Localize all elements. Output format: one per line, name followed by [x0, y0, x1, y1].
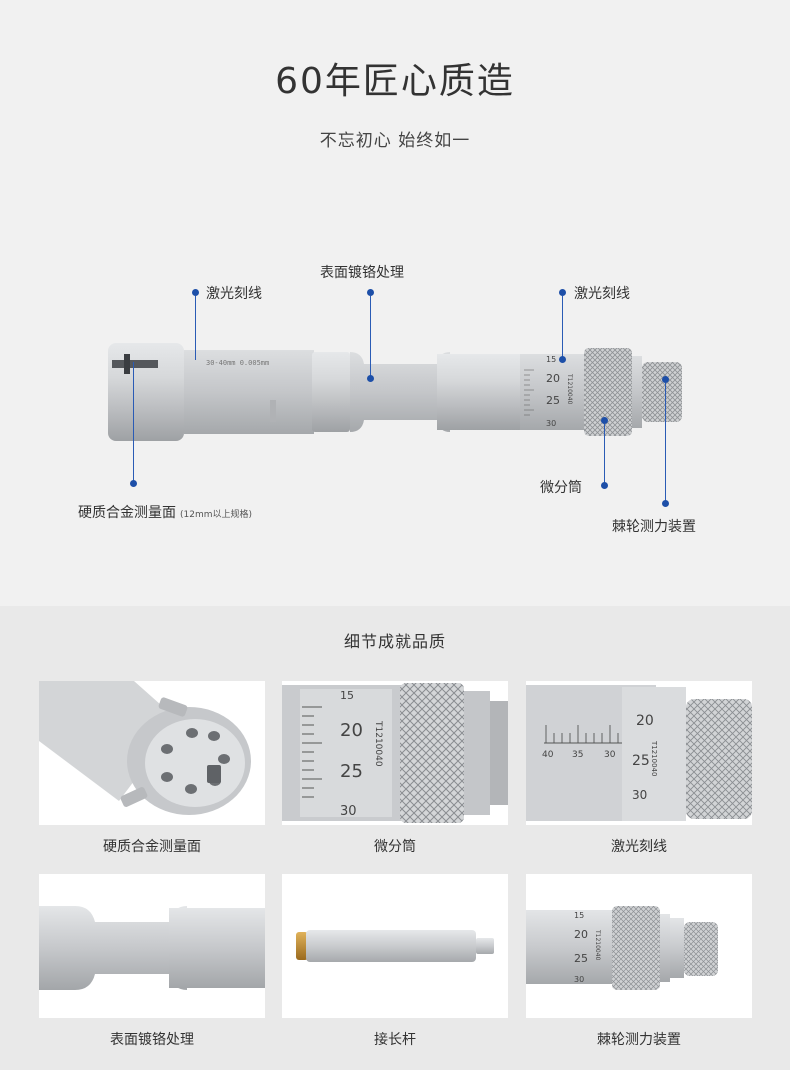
- svg-text:30: 30: [546, 419, 556, 428]
- thimble-num-15: 15: [340, 689, 354, 702]
- thimble-serial: T1210040: [373, 720, 383, 767]
- svg-text:T1210040: T1210040: [566, 373, 573, 405]
- callout-dot-thimble: [601, 482, 608, 489]
- detail-card-carbide: [39, 681, 265, 825]
- detail-card-extension: [282, 874, 508, 1018]
- detail-caption-laser: 激光刻线: [611, 839, 667, 855]
- laser-serial: T1210040: [650, 740, 658, 776]
- callout-dot-carbide: [130, 480, 137, 487]
- ratchet-num-20: 20: [574, 928, 588, 941]
- detail-card-thimble: 15 20 25 30 T1210040: [282, 681, 508, 825]
- laser-num-30: 30: [632, 788, 647, 802]
- thimble-scale: 15 20 25 30 T1210040: [546, 355, 573, 428]
- laser-num-20: 20: [636, 713, 654, 729]
- callout-dot-laser-right-end: [559, 356, 566, 363]
- callout-line-carbide: [133, 362, 134, 482]
- scale-num-40: 40: [542, 750, 554, 760]
- callout-dot-ratchet-start: [662, 376, 669, 383]
- callout-line-chrome: [370, 296, 371, 378]
- detail-card-chrome: [39, 874, 265, 1018]
- callout-laser-left: 激光刻线: [206, 286, 262, 302]
- ratchet-num-15: 15: [574, 911, 584, 920]
- callout-chrome: 表面镀铬处理: [320, 265, 404, 281]
- thimble-image: 15 20 25 30 T1210040: [282, 681, 508, 825]
- callout-dot-thimble-start: [601, 417, 608, 424]
- ratchet-num-30: 30: [574, 975, 584, 984]
- page-subtitle: 不忘初心 始终如一: [319, 131, 471, 151]
- micrometer-illustration: 30-40mm 0.005mm 15 20 25 30 T1210040: [108, 343, 682, 441]
- callout-line-laser-left: [195, 296, 196, 360]
- detail-card-laser: 40 35 30 20 25 30 T1210040: [526, 681, 752, 825]
- callout-dot-laser-left: [192, 289, 199, 296]
- svg-text:25: 25: [546, 394, 560, 407]
- callout-line-thimble: [604, 424, 605, 484]
- detail-caption-carbide: 硬质合金测量面: [103, 839, 201, 855]
- extension-rod-image: [282, 874, 508, 1018]
- details-title: 细节成就品质: [343, 632, 446, 651]
- callout-dot-laser-right: [559, 289, 566, 296]
- callout-thimble: 微分筒: [540, 480, 582, 496]
- detail-caption-extension: 接长杆: [374, 1032, 416, 1048]
- page-title: 60年匠心质造: [275, 61, 515, 102]
- callout-dot-chrome-end: [367, 375, 374, 382]
- scale-num-35: 35: [572, 750, 583, 760]
- laser-num-25: 25: [632, 753, 650, 769]
- detail-caption-ratchet: 棘轮测力装置: [597, 1032, 681, 1048]
- ratchet-num-25: 25: [574, 952, 588, 965]
- callout-laser-right: 激光刻线: [574, 286, 630, 302]
- ratchet-image: 15 20 25 30 T1210040: [526, 874, 752, 1018]
- svg-text:20: 20: [546, 372, 560, 385]
- hero-section: [0, 0, 790, 606]
- carbide-face-image: [39, 681, 265, 825]
- thimble-num-30: 30: [340, 804, 357, 819]
- thimble-num-20: 20: [340, 720, 363, 741]
- engraving-text: 30-40mm 0.005mm: [206, 359, 269, 367]
- chrome-surface-image: [39, 874, 265, 1018]
- detail-caption-chrome: 表面镀铬处理: [110, 1032, 194, 1048]
- thimble-num-25: 25: [340, 761, 363, 782]
- callout-dot-chrome: [367, 289, 374, 296]
- laser-scale-image: 40 35 30 20 25 30 T1210040: [526, 681, 752, 825]
- callout-carbide-label: 硬质合金测量面: [78, 505, 176, 521]
- callout-dot-ratchet: [662, 500, 669, 507]
- ratchet-serial: T1210040: [594, 929, 601, 961]
- detail-card-ratchet: 15 20 25 30 T1210040: [526, 874, 752, 1018]
- callout-line-ratchet: [665, 383, 666, 503]
- callout-carbide: 硬质合金测量面 (12mm以上规格): [78, 502, 252, 522]
- svg-text:15: 15: [546, 355, 556, 364]
- callout-line-laser-right: [562, 296, 563, 358]
- callout-carbide-note: (12mm以上规格): [180, 510, 253, 520]
- callout-ratchet: 棘轮测力装置: [612, 519, 696, 535]
- scale-num-30: 30: [604, 750, 616, 760]
- detail-caption-thimble: 微分筒: [374, 839, 416, 855]
